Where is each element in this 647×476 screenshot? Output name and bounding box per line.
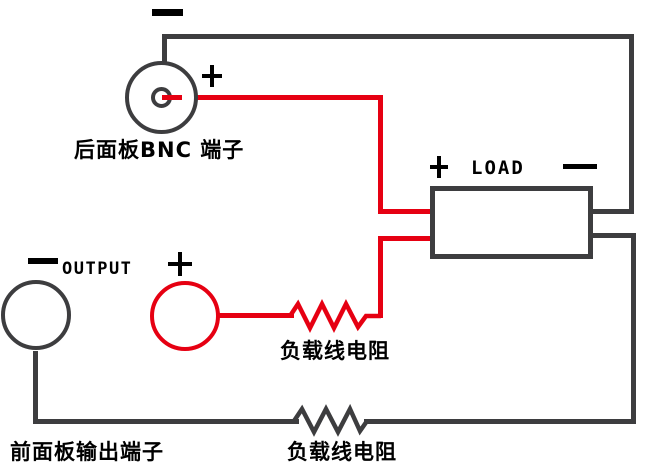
wire-front-positive-horizontal	[219, 313, 294, 318]
output-label: OUTPUT	[62, 259, 133, 279]
load-box	[430, 186, 593, 259]
negative-lead-resistor-icon	[292, 403, 369, 437]
wire-bnc-negative-vertical	[162, 34, 167, 63]
rear-panel-bnc-label: 后面板BNC 端子	[74, 138, 245, 162]
wire-bnc-center-pin	[162, 95, 182, 100]
bnc-plus-icon	[202, 65, 222, 87]
output-minus-icon	[28, 258, 58, 264]
wire-front-positive-vertical	[378, 236, 383, 318]
positive-lead-resistor-label: 负载线电阻	[280, 339, 390, 363]
positive-lead-resistor-icon	[288, 298, 381, 334]
wire-load-negative-upper-stub	[591, 209, 634, 214]
wire-bottom-bus-right	[364, 419, 636, 424]
load-label: LOAD	[471, 157, 525, 179]
wire-bottom-bus-left	[33, 419, 299, 424]
bnc-minus-icon	[152, 9, 183, 16]
wire-load-positive-upper-stub	[378, 209, 432, 214]
wire-front-negative-vertical	[33, 351, 38, 424]
wire-load-positive-lower-stub	[378, 236, 432, 241]
negative-lead-resistor-label: 负载线电阻	[287, 440, 397, 464]
wire-load-negative-lower-stub	[591, 233, 636, 238]
wire-top-bus	[162, 34, 634, 39]
wire-bnc-positive-horizontal	[163, 95, 383, 100]
wire-bnc-positive-vertical	[378, 95, 383, 214]
front-negative-terminal	[1, 280, 71, 350]
wire-right-lower-vertical	[631, 233, 636, 424]
front-panel-terminal-label: 前面板输出端子	[10, 440, 164, 464]
front-positive-terminal	[150, 281, 220, 351]
wire-right-upper-vertical	[629, 34, 634, 214]
load-plus-icon	[430, 156, 448, 178]
output-plus-icon	[168, 252, 192, 276]
load-minus-icon	[563, 164, 597, 169]
